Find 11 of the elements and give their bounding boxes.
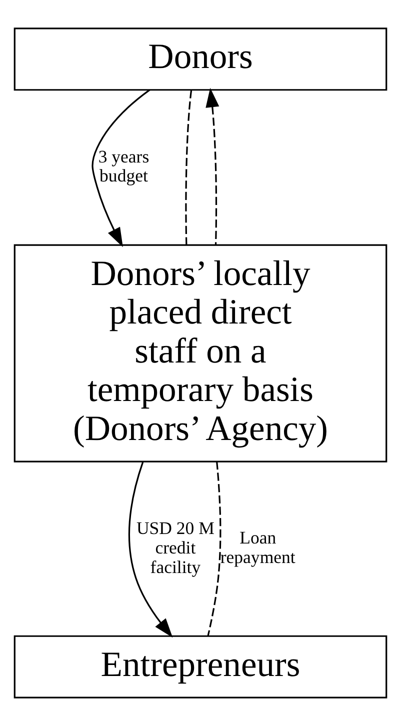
node-box: Entrepreneurs xyxy=(14,635,388,698)
arrow xyxy=(206,88,220,245)
edge-label: Loan repayment xyxy=(220,528,296,568)
node-box: Donors’ locally placed direct staff on a temporary basis (Donors’ Agency) xyxy=(14,244,388,462)
arrow xyxy=(128,462,173,638)
edge-label: USD 20 M credit facility xyxy=(136,518,214,577)
arrow xyxy=(92,89,150,248)
node-box: Donors xyxy=(14,28,388,91)
connector xyxy=(185,90,192,245)
edge-label: 3 years budget xyxy=(98,146,150,186)
connector xyxy=(207,462,222,636)
